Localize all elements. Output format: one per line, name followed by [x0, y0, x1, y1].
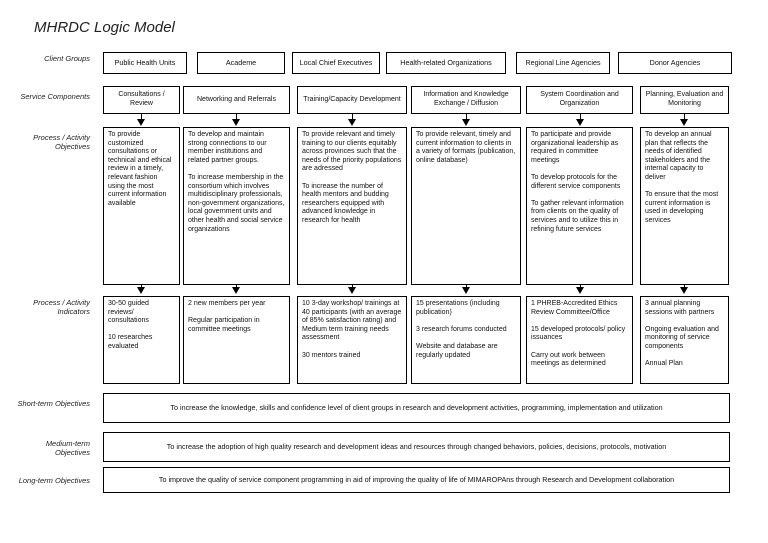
objective-box-system-coordination: To participate and provide organizationa…: [526, 127, 633, 285]
down-arrow-icon: [462, 287, 470, 294]
down-arrow-icon: [137, 119, 145, 126]
connector-line: [580, 114, 581, 120]
down-arrow-icon: [348, 287, 356, 294]
client-box-health-related-organizations: Health-related Organizations: [386, 52, 506, 74]
indicator-box-networking: 2 new members per year Regular participa…: [183, 296, 290, 384]
indicator-box-system-coordination: 1 PHREB-Accredited Ethics Review Committ…: [526, 296, 633, 384]
row-label-process-objectives: Process / Activity Objectives: [33, 133, 90, 151]
connector-line: [236, 114, 237, 120]
down-arrow-icon: [137, 287, 145, 294]
connector-line: [684, 114, 685, 120]
client-box-academe: Academe: [197, 52, 285, 74]
medium-term-objective-box: To increase the adoption of high quality…: [103, 432, 730, 462]
connector-line: [141, 114, 142, 120]
objective-box-networking: To develop and maintain strong connectio…: [183, 127, 290, 285]
indicator-box-training: 10 3-day workshop/ trainings at 40 parti…: [297, 296, 407, 384]
row-label-process-indicators: Process / Activity Indicators: [33, 298, 90, 316]
objective-box-planning: To develop an annual plan that reflects …: [640, 127, 729, 285]
down-arrow-icon: [232, 119, 240, 126]
service-box-information: Information and Knowledge Exchange / Dif…: [411, 86, 521, 114]
down-arrow-icon: [680, 287, 688, 294]
page-title: MHRDC Logic Model: [34, 19, 175, 36]
objective-box-training: To provide relevant and timely training …: [297, 127, 407, 285]
service-box-consultations: Consultations / Review: [103, 86, 180, 114]
down-arrow-icon: [232, 287, 240, 294]
long-term-objective-box: To improve the quality of service compon…: [103, 467, 730, 493]
down-arrow-icon: [348, 119, 356, 126]
service-box-planning: Planning, Evaluation and Monitoring: [640, 86, 729, 114]
indicator-box-consultations: 30-50 guided reviews/ consultations 10 r…: [103, 296, 180, 384]
row-label-medium-term: Medium-term Objectives: [45, 439, 90, 457]
indicator-box-information: 15 presentations (including publication)…: [411, 296, 521, 384]
client-box-local-chief-executives: Local Chief Executives: [292, 52, 380, 74]
service-box-system-coordination: System Coordination and Organization: [526, 86, 633, 114]
short-term-objective-box: To increase the knowledge, skills and co…: [103, 393, 730, 423]
row-label-client-groups: Client Groups: [44, 54, 90, 63]
client-box-public-health-units: Public Health Units: [103, 52, 187, 74]
row-label-service-components: Service Components: [20, 92, 90, 101]
row-label-short-term: Short-term Objectives: [17, 399, 90, 408]
connector-line: [352, 114, 353, 120]
client-box-donor-agencies: Donor Agencies: [618, 52, 732, 74]
objective-box-consultations: To provide customized consultations or t…: [103, 127, 180, 285]
service-box-training: Training/Capacity Development: [297, 86, 407, 114]
connector-line: [466, 114, 467, 120]
down-arrow-icon: [576, 119, 584, 126]
down-arrow-icon: [462, 119, 470, 126]
client-box-regional-line-agencies: Regional Line Agencies: [516, 52, 610, 74]
service-box-networking: Networking and Referrals: [183, 86, 290, 114]
indicator-box-planning: 3 annual planning sessions with partners…: [640, 296, 729, 384]
objective-box-information: To provide relevant, timely and current …: [411, 127, 521, 285]
row-label-long-term: Long-term Objectives: [18, 476, 90, 485]
down-arrow-icon: [680, 119, 688, 126]
down-arrow-icon: [576, 287, 584, 294]
